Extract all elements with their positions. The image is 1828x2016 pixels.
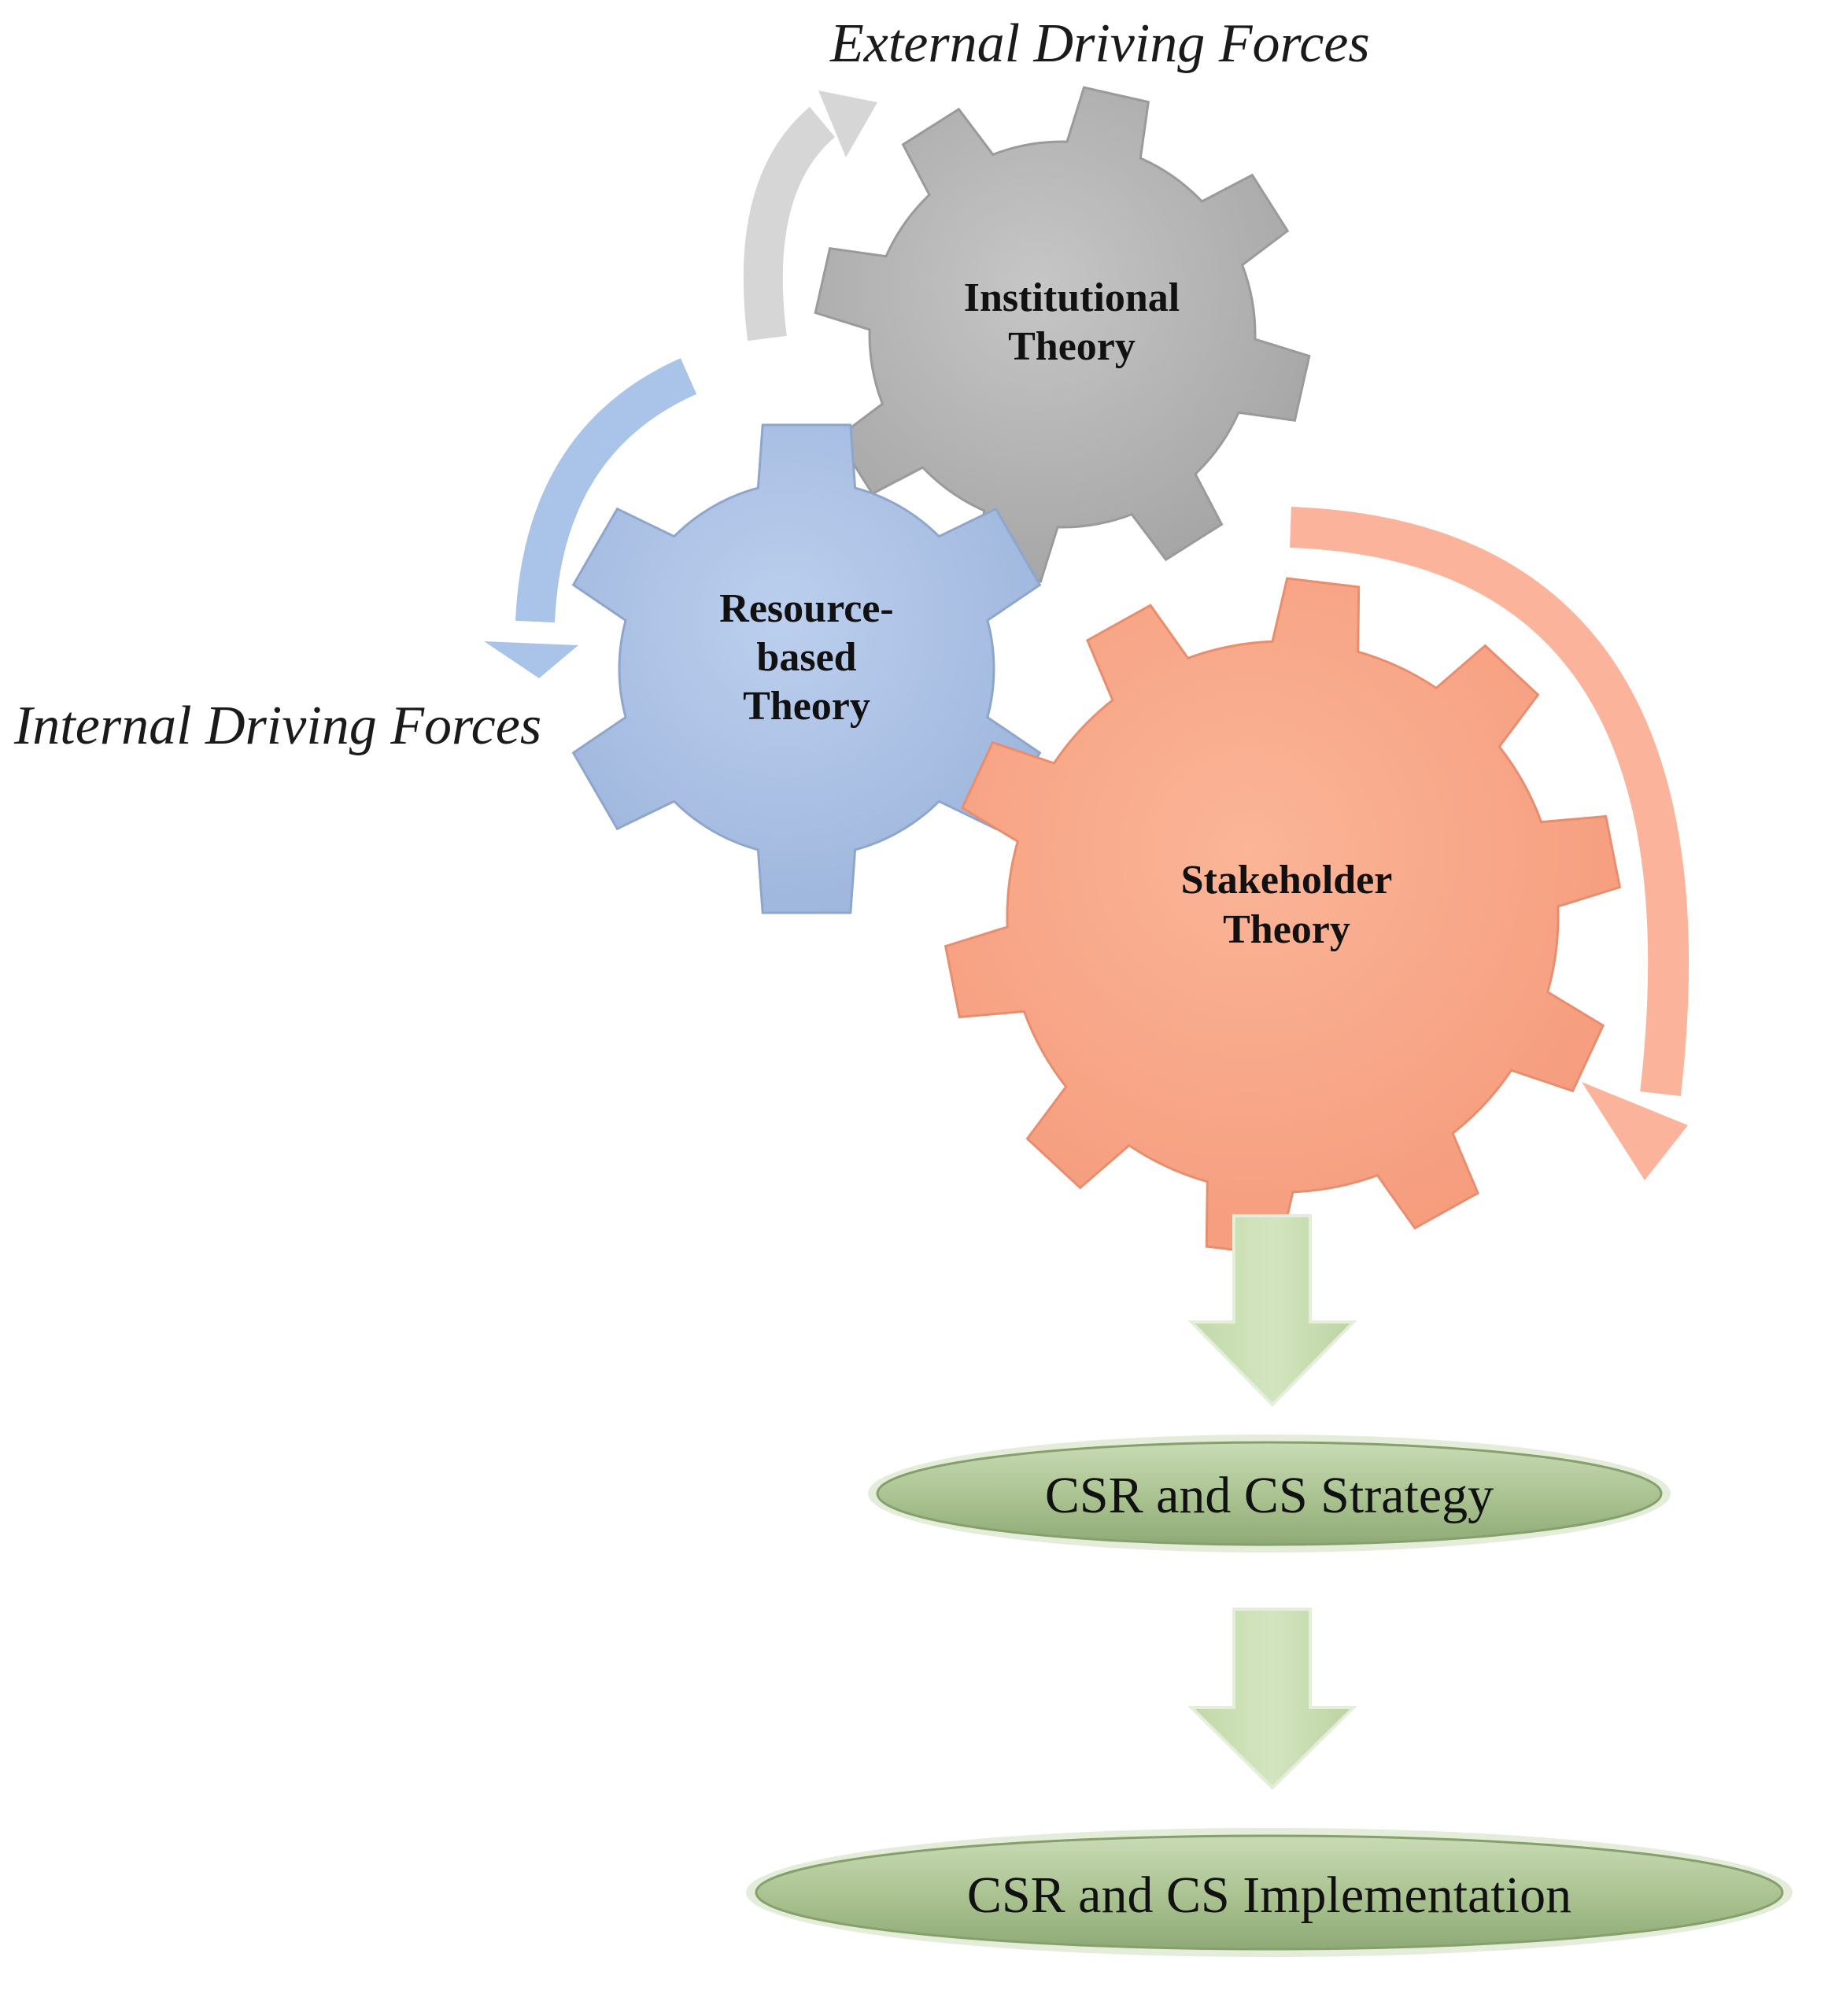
strategy-stage: CSR and CS Strategy [868, 1434, 1671, 1553]
stakeholder-cycle-arrow [1290, 507, 1690, 1180]
internal-forces-arrow [484, 358, 697, 678]
institutional-label-line2: Theory [1008, 324, 1136, 369]
internal-forces-label: Internal Driving Forces [13, 696, 541, 756]
external-forces-arrow [743, 90, 877, 342]
resource-label-line2: based [756, 635, 856, 680]
down-arrow-to-strategy [1187, 1214, 1357, 1407]
strategy-label: CSR and CS Strategy [1045, 1467, 1494, 1524]
down-arrow-to-implementation [1187, 1608, 1357, 1790]
implementation-label: CSR and CS Implementation [967, 1866, 1571, 1924]
resource-based-theory-gear: Resource- based Theory [571, 423, 1042, 914]
stakeholder-label-line1: Stakeholder [1181, 858, 1393, 903]
stakeholder-label-line2: Theory [1223, 907, 1350, 952]
resource-label-line1: Resource- [719, 586, 893, 631]
institutional-theory-gear: Institutional Theory [814, 86, 1311, 583]
stakeholder-theory-gear: Stakeholder Theory [944, 577, 1622, 1257]
resource-label-line3: Theory [743, 684, 870, 729]
institutional-label-line1: Institutional [964, 275, 1180, 320]
implementation-stage: CSR and CS Implementation [746, 1828, 1793, 1957]
external-forces-label: External Driving Forces [829, 13, 1370, 74]
